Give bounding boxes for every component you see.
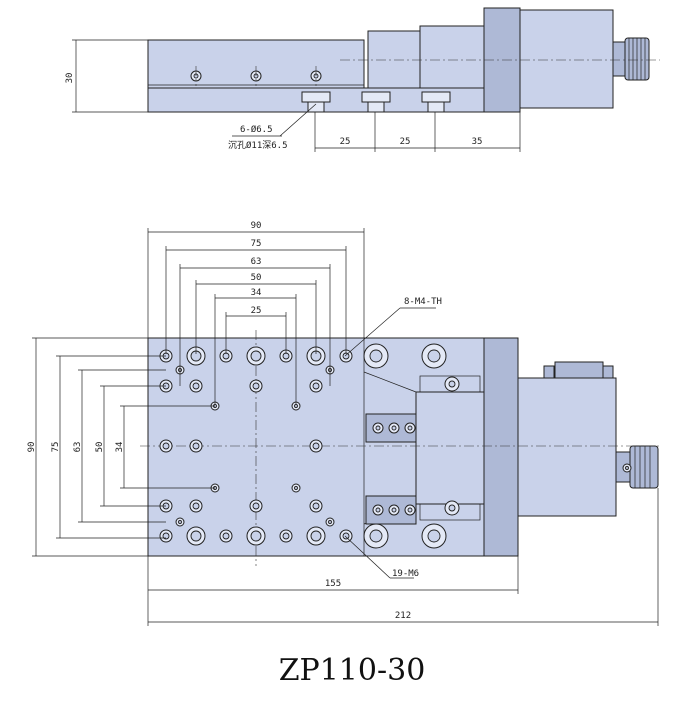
m6-r2-2-inner xyxy=(312,382,320,390)
m4-top-1-inner xyxy=(294,404,298,408)
m6-bottom-3-inner xyxy=(342,532,350,540)
height-dim-34: 34 xyxy=(115,442,125,453)
carriage-hole-0-inner xyxy=(369,349,383,363)
side-hole-note-2: 沉孔Ø11深6.5 xyxy=(228,140,288,151)
m6-r4-c-inner xyxy=(252,502,260,510)
side-view: 30 25 25 35 6-Ø6.5 沉孔Ø11深6.5 xyxy=(65,7,660,152)
side-pitch-1: 25 xyxy=(340,137,351,147)
m6-mid-0-inner xyxy=(162,442,170,450)
m6-bottom-2-inner xyxy=(282,532,290,540)
nut-screw-0-inner xyxy=(375,425,381,431)
m6-mid-1-inner xyxy=(192,442,200,450)
counterbore-bottom-0-inner xyxy=(190,530,202,542)
top-motor-connector xyxy=(554,361,604,379)
carriage-hole-2-inner xyxy=(369,529,383,543)
m6-mid-2-inner xyxy=(312,442,320,450)
counterbore-bottom-1-inner xyxy=(250,530,262,542)
top-length-dims: 155 212 xyxy=(147,488,659,626)
side-height-dim: 30 xyxy=(65,73,75,84)
side-mid-block xyxy=(367,30,421,89)
width-dim-34: 34 xyxy=(251,288,262,298)
counterbore-bottom-2-inner xyxy=(310,530,322,542)
thread-note-top: 8-M4-TH xyxy=(404,297,442,307)
side-top-holes xyxy=(190,66,322,86)
m6-r2-1-inner xyxy=(192,382,200,390)
width-dim-75: 75 xyxy=(251,239,262,249)
height-dim-90: 90 xyxy=(27,442,37,453)
width-dim-50: 50 xyxy=(251,273,262,283)
m6-bottom-1-inner xyxy=(222,532,230,540)
top-motor xyxy=(517,377,617,517)
m4-b-inner xyxy=(178,520,182,524)
m4-bottom-1-inner xyxy=(294,486,298,490)
model-label: ZP110-30 xyxy=(279,653,426,688)
m6-bottom-0-inner xyxy=(162,532,170,540)
length-dim-212: 212 xyxy=(395,611,411,621)
width-dim-90: 90 xyxy=(251,221,262,231)
m4-d-inner xyxy=(328,520,332,524)
nut-screw-2-inner xyxy=(407,425,413,431)
height-dim-50: 50 xyxy=(95,442,105,453)
height-dim-75: 75 xyxy=(51,442,61,453)
width-dim-63: 63 xyxy=(251,257,262,267)
nut-screw-5-inner xyxy=(407,507,413,513)
length-dim-155: 155 xyxy=(325,579,341,589)
nut-screw-3-inner xyxy=(375,507,381,513)
nut-screw-4-inner xyxy=(391,507,397,513)
m6-r2-c-inner xyxy=(252,382,260,390)
carriage-hole-3-inner xyxy=(427,529,441,543)
carriage-hole-1-inner xyxy=(427,349,441,363)
top-guide-block xyxy=(415,391,485,505)
top-width-dims: 90 75 63 50 34 25 xyxy=(147,221,365,404)
top-end-plate xyxy=(483,337,519,557)
counterbore-top-1-inner xyxy=(250,350,262,362)
height-dim-63: 63 xyxy=(73,442,83,453)
top-view: 90 75 63 50 34 25 90 75 6 xyxy=(27,221,660,626)
carriage-small-bottom-inner xyxy=(448,504,456,512)
thread-note-bottom: 19-M6 xyxy=(392,569,419,579)
side-hole-note-1: 6-Ø6.5 xyxy=(240,124,273,135)
side-motor xyxy=(519,9,614,109)
carriage-small-top-inner xyxy=(448,380,456,388)
top-knob xyxy=(629,445,659,489)
side-counterbores xyxy=(301,91,451,113)
side-pitch-2: 25 xyxy=(400,137,411,147)
m6-r4-1-inner xyxy=(192,502,200,510)
side-pitch-3: 35 xyxy=(472,137,483,147)
nut-screw-1-inner xyxy=(391,425,397,431)
side-mid-block-2 xyxy=(419,25,485,89)
m6-r4-2-inner xyxy=(312,502,320,510)
width-dim-25: 25 xyxy=(251,306,262,316)
top-height-dims: 90 75 63 50 34 xyxy=(27,337,215,557)
side-knob-base xyxy=(612,41,626,77)
